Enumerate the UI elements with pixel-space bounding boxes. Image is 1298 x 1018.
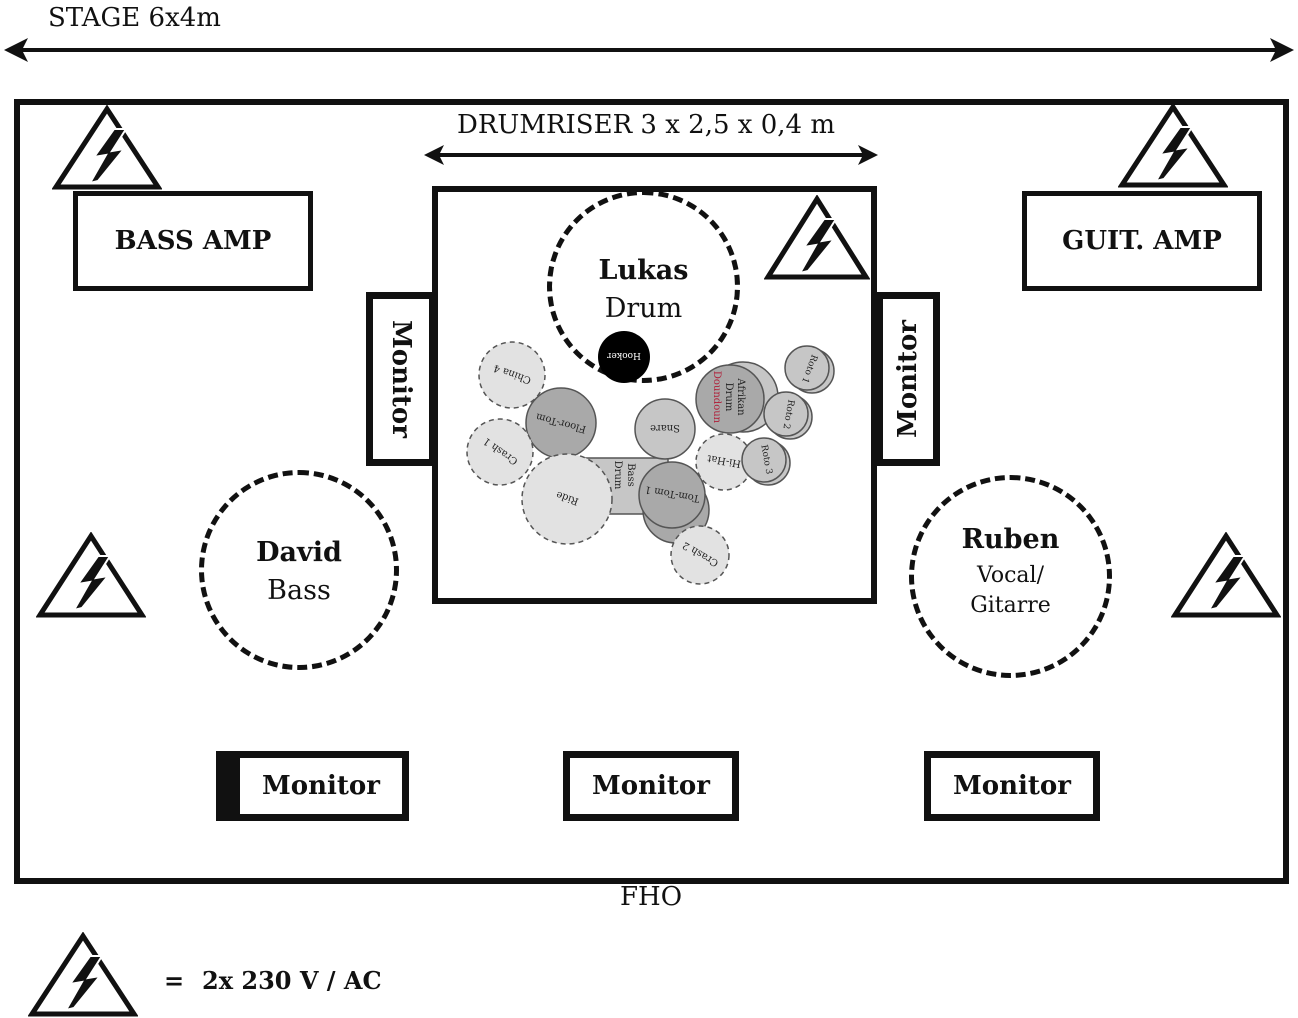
legend-text: 2x 230 V / AC xyxy=(202,966,382,995)
crash1-cymbal xyxy=(466,418,534,486)
monitor-front-right-label: Monitor xyxy=(953,771,1071,801)
stage-width-arrow xyxy=(4,38,1294,62)
bass-amp: BASS AMP xyxy=(73,191,313,291)
hooker-stool: Hooker xyxy=(598,331,650,383)
crash2-cymbal xyxy=(670,525,730,585)
monitor-right-side-label: Monitor xyxy=(893,320,923,438)
legend-high-voltage-icon xyxy=(28,932,138,1017)
monitor-front-left: Monitor xyxy=(216,751,409,821)
monitor-front-center-label: Monitor xyxy=(592,771,710,801)
legend-equals: = xyxy=(164,966,185,995)
position-ruben xyxy=(909,475,1112,678)
monitor-left-side-label: Monitor xyxy=(386,320,416,438)
snare-drum xyxy=(634,398,696,460)
monitor-front-center: Monitor xyxy=(563,751,739,821)
roto1-drum xyxy=(784,345,830,391)
china4-cymbal xyxy=(478,341,546,409)
drumriser-width-arrow xyxy=(424,145,878,165)
bass-drum-label-1: Bass xyxy=(625,463,636,487)
drumriser-label: DRUMRISER 3 x 2,5 x 0,4 m xyxy=(457,110,835,140)
bass-drum-label-2: Drum xyxy=(612,461,623,490)
monitor-left-side: Monitor xyxy=(366,292,436,466)
high-voltage-warning-icon xyxy=(52,105,162,190)
high-voltage-warning-icon xyxy=(1118,103,1228,188)
hooker-label: Hooker xyxy=(606,350,640,360)
david-role: Bass xyxy=(267,575,331,606)
roto3-drum xyxy=(741,437,787,483)
roto2-drum xyxy=(763,391,809,437)
doundoun-drum xyxy=(695,364,765,434)
guitar-amp: GUIT. AMP xyxy=(1022,191,1262,291)
snare-label: Snare xyxy=(650,422,680,433)
doundoun-label: Doundoun xyxy=(711,371,722,424)
drum-kit: Bass Drum China 4 Floor-Tom Crash 1 Ride… xyxy=(466,341,835,585)
stage-label: STAGE 6x4m xyxy=(48,3,221,33)
monitor-front-right: Monitor xyxy=(924,751,1100,821)
lukas-role: Drum xyxy=(604,293,683,324)
ride-cymbal xyxy=(521,453,613,545)
foh-label: FHO xyxy=(620,882,683,912)
position-david xyxy=(199,470,399,670)
david-name: David xyxy=(256,537,342,568)
ruben-role-line1: Vocal/ xyxy=(977,563,1044,588)
high-voltage-warning-icon xyxy=(36,532,146,618)
high-voltage-warning-icon xyxy=(764,195,870,280)
monitor-right-side: Monitor xyxy=(876,292,940,466)
stage-outline xyxy=(14,99,1289,884)
lukas-name: Lukas xyxy=(598,255,689,286)
ruben-name: Ruben xyxy=(961,524,1060,555)
high-voltage-warning-icon xyxy=(1171,532,1281,618)
tom1-drum xyxy=(638,461,706,529)
african-label-2: Drum xyxy=(723,383,734,412)
african-label-1: Afrikan xyxy=(735,377,746,416)
ruben-role-line2: Gitarre xyxy=(970,593,1051,618)
position-lukas xyxy=(547,190,740,383)
monitor-front-left-label: Monitor xyxy=(262,771,380,801)
